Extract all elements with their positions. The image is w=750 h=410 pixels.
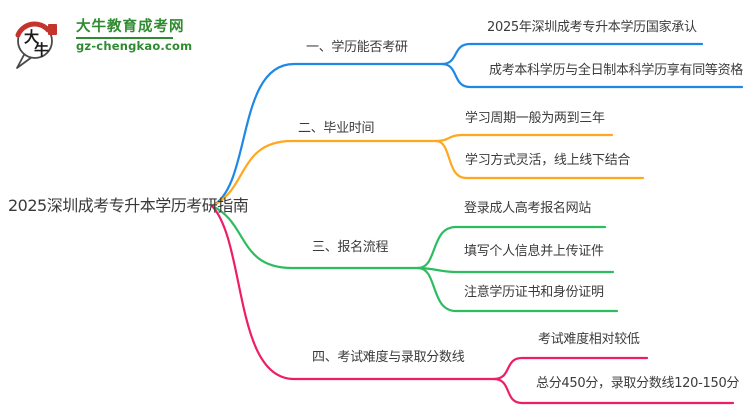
branch-3-child-1: 登录成人高考报名网站 — [464, 201, 592, 216]
branch-4-child-2-line — [492, 377, 735, 405]
branch-4-label: 四、考试难度与录取分数线 — [312, 350, 465, 365]
branch-3-child-3: 注意学历证书和身份证明 — [464, 285, 604, 300]
branch-2-child-2-line — [434, 139, 645, 180]
branch-4-main-line — [210, 204, 496, 381]
logo-domain: gz-chengkao.com — [76, 39, 193, 53]
branch-2-child-1: 学习周期一般为两到三年 — [465, 111, 605, 126]
svg-text:大: 大 — [24, 28, 39, 46]
branch-2-main-line — [210, 139, 438, 208]
mindmap-root-topic: 2025深圳成考专升本学历考研指南 — [8, 196, 249, 215]
branch-1-label: 一、学历能否考研 — [306, 40, 408, 55]
branch-1-child-1-line — [440, 42, 704, 66]
branch-3-child-2-line — [416, 266, 615, 274]
logo-text-block: 大牛教育成考网 gz-chengkao.com — [76, 14, 192, 53]
branch-1-main-line — [210, 62, 444, 208]
branch-4-child-1-line — [492, 356, 649, 381]
branch-lines-exam — [210, 204, 735, 405]
branch-1-child-2-line — [440, 62, 744, 89]
branch-2-label: 二、毕业时间 — [298, 121, 375, 136]
branch-3-child-2: 填写个人信息并上传证件 — [464, 244, 604, 259]
branch-3-child-1-line — [416, 225, 607, 270]
svg-text:牛: 牛 — [34, 41, 49, 59]
branch-lines-graduation — [210, 133, 645, 208]
branch-2-child-2: 学习方式灵活，线上线下结合 — [465, 153, 631, 168]
branch-4-child-2: 总分450分，录取分数线120-150分 — [536, 376, 740, 391]
branch-1-child-2: 成考本科学历与全日制本科学历享有同等资格 — [489, 63, 744, 78]
branch-1-child-1: 2025年深圳成考专升本学历国家承认 — [487, 20, 697, 35]
branch-2-child-1-line — [434, 133, 614, 143]
site-logo: 大 牛 大牛教育成考网 gz-chengkao.com — [12, 14, 192, 76]
branch-3-label: 三、报名流程 — [312, 240, 389, 255]
logo-bull-icon: 大 牛 — [15, 21, 57, 69]
branch-4-child-1: 考试难度相对较低 — [538, 332, 640, 347]
branch-lines-degree — [210, 42, 744, 208]
logo-divider — [76, 37, 173, 39]
branch-3-main-line — [210, 204, 420, 270]
branch-3-child-3-line — [416, 266, 619, 313]
logo-title: 大牛教育成考网 — [76, 19, 185, 35]
branch-lines-registration — [210, 204, 619, 313]
